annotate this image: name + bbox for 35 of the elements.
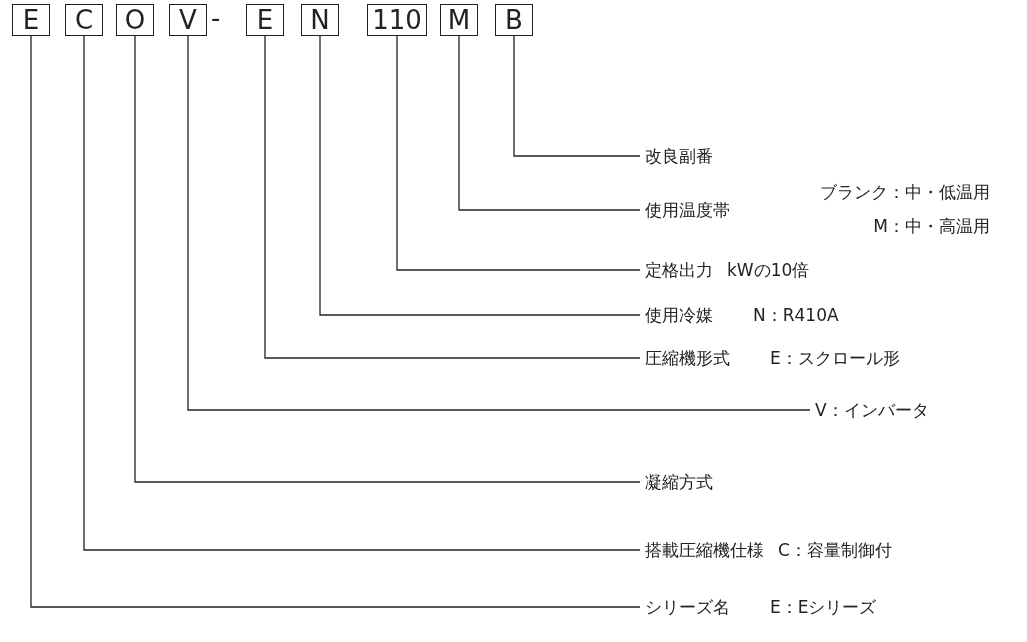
option-text: E：スクロール形 — [770, 347, 900, 370]
leader-line — [513, 35, 641, 157]
code-letter-box: V — [169, 4, 207, 36]
code-letter-box: B — [495, 4, 533, 36]
code-letter-box: O — [116, 4, 154, 36]
option-text: N：R410A — [753, 304, 839, 327]
code-letter-box: C — [65, 4, 103, 36]
leader-line — [30, 35, 641, 608]
code-letter-box: M — [440, 4, 478, 36]
option-text: V：インバータ — [815, 398, 929, 422]
part-label: 使用冷媒 — [645, 303, 713, 327]
part-label: 使用温度帯 — [645, 198, 730, 222]
option-text: M：中・高温用 — [873, 215, 990, 238]
option-text: ブランク：中・低温用 — [820, 181, 990, 204]
leader-line — [319, 35, 641, 316]
part-label: 搭載圧縮機仕様 — [645, 538, 764, 562]
code-letter-box: E — [12, 4, 50, 36]
option-text: C：容量制御付 — [778, 539, 892, 562]
code-letter-box: N — [301, 4, 339, 36]
leader-line — [187, 35, 811, 411]
leader-line — [264, 35, 641, 359]
code-letter-box: 110 — [367, 4, 427, 36]
leader-line — [396, 35, 641, 271]
code-letter-box: E — [246, 4, 284, 36]
part-label: 定格出力 — [645, 258, 713, 282]
option-text: kWの10倍 — [727, 259, 810, 282]
leader-line — [134, 35, 641, 483]
part-label: 凝縮方式 — [645, 470, 713, 494]
leader-line — [83, 35, 641, 551]
part-label: 圧縮機形式 — [645, 346, 730, 370]
hyphen-text: - — [211, 2, 221, 34]
leader-line — [458, 35, 641, 211]
part-label: 改良副番 — [645, 144, 713, 168]
option-text: E：Eシリーズ — [770, 596, 877, 619]
part-label: シリーズ名 — [645, 595, 730, 619]
